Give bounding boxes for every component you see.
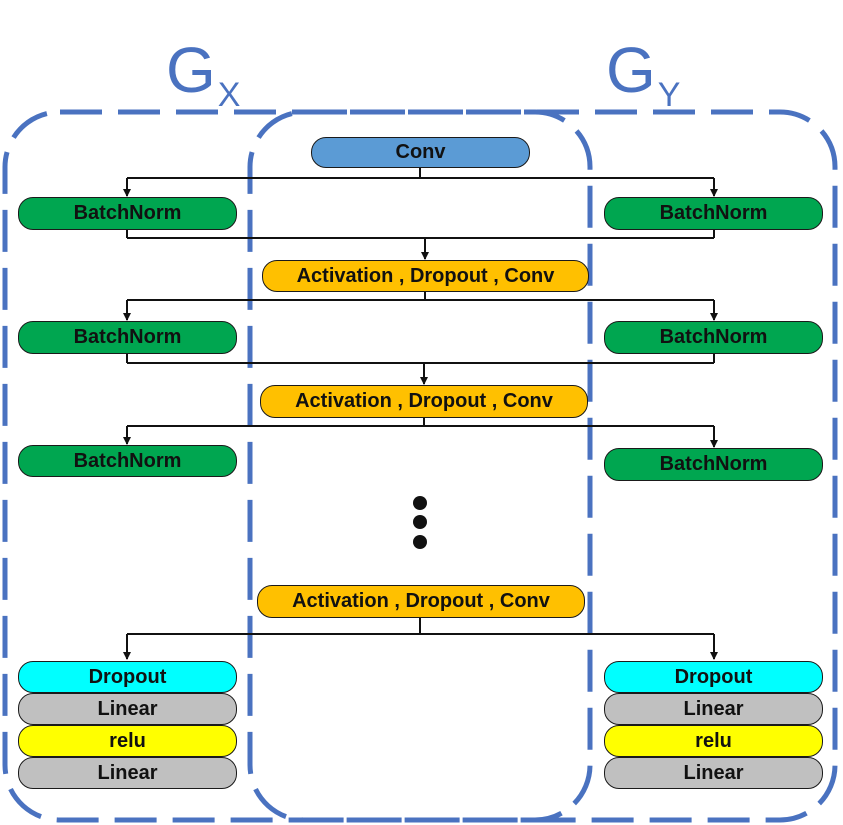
- conv-node: Conv: [311, 137, 530, 168]
- dropout-gx: Dropout: [18, 661, 237, 693]
- batchnorm-gx-3: BatchNorm: [18, 445, 237, 477]
- ellipsis-icon: [413, 496, 427, 549]
- gy-group-outline: [247, 109, 838, 823]
- gy-letter: G: [606, 34, 656, 106]
- activation-dropout-conv-last: Activation , Dropout , Conv: [257, 585, 585, 618]
- activation-dropout-conv-2: Activation , Dropout , Conv: [260, 385, 588, 418]
- batchnorm-gy-1: BatchNorm: [604, 197, 823, 230]
- linear-gx-1: Linear: [18, 693, 237, 725]
- batchnorm-gy-2: BatchNorm: [604, 321, 823, 354]
- gx-letter: G: [166, 34, 216, 106]
- relu-gy: relu: [604, 725, 823, 757]
- connectors: [123, 167, 718, 660]
- relu-gx: relu: [18, 725, 237, 757]
- batchnorm-gx-1: BatchNorm: [18, 197, 237, 230]
- batchnorm-gx-2: BatchNorm: [18, 321, 237, 354]
- linear-gy-1: Linear: [604, 693, 823, 725]
- linear-gy-2: Linear: [604, 757, 823, 789]
- gx-group-outline: [2, 109, 593, 823]
- gy-label: GY: [606, 38, 680, 112]
- batchnorm-gy-3: BatchNorm: [604, 448, 823, 481]
- dropout-gy: Dropout: [604, 661, 823, 693]
- gx-subscript: X: [217, 76, 241, 114]
- activation-dropout-conv-1: Activation , Dropout , Conv: [262, 260, 589, 292]
- linear-gx-2: Linear: [18, 757, 237, 789]
- gy-subscript: Y: [657, 76, 681, 114]
- gx-label: GX: [166, 38, 240, 112]
